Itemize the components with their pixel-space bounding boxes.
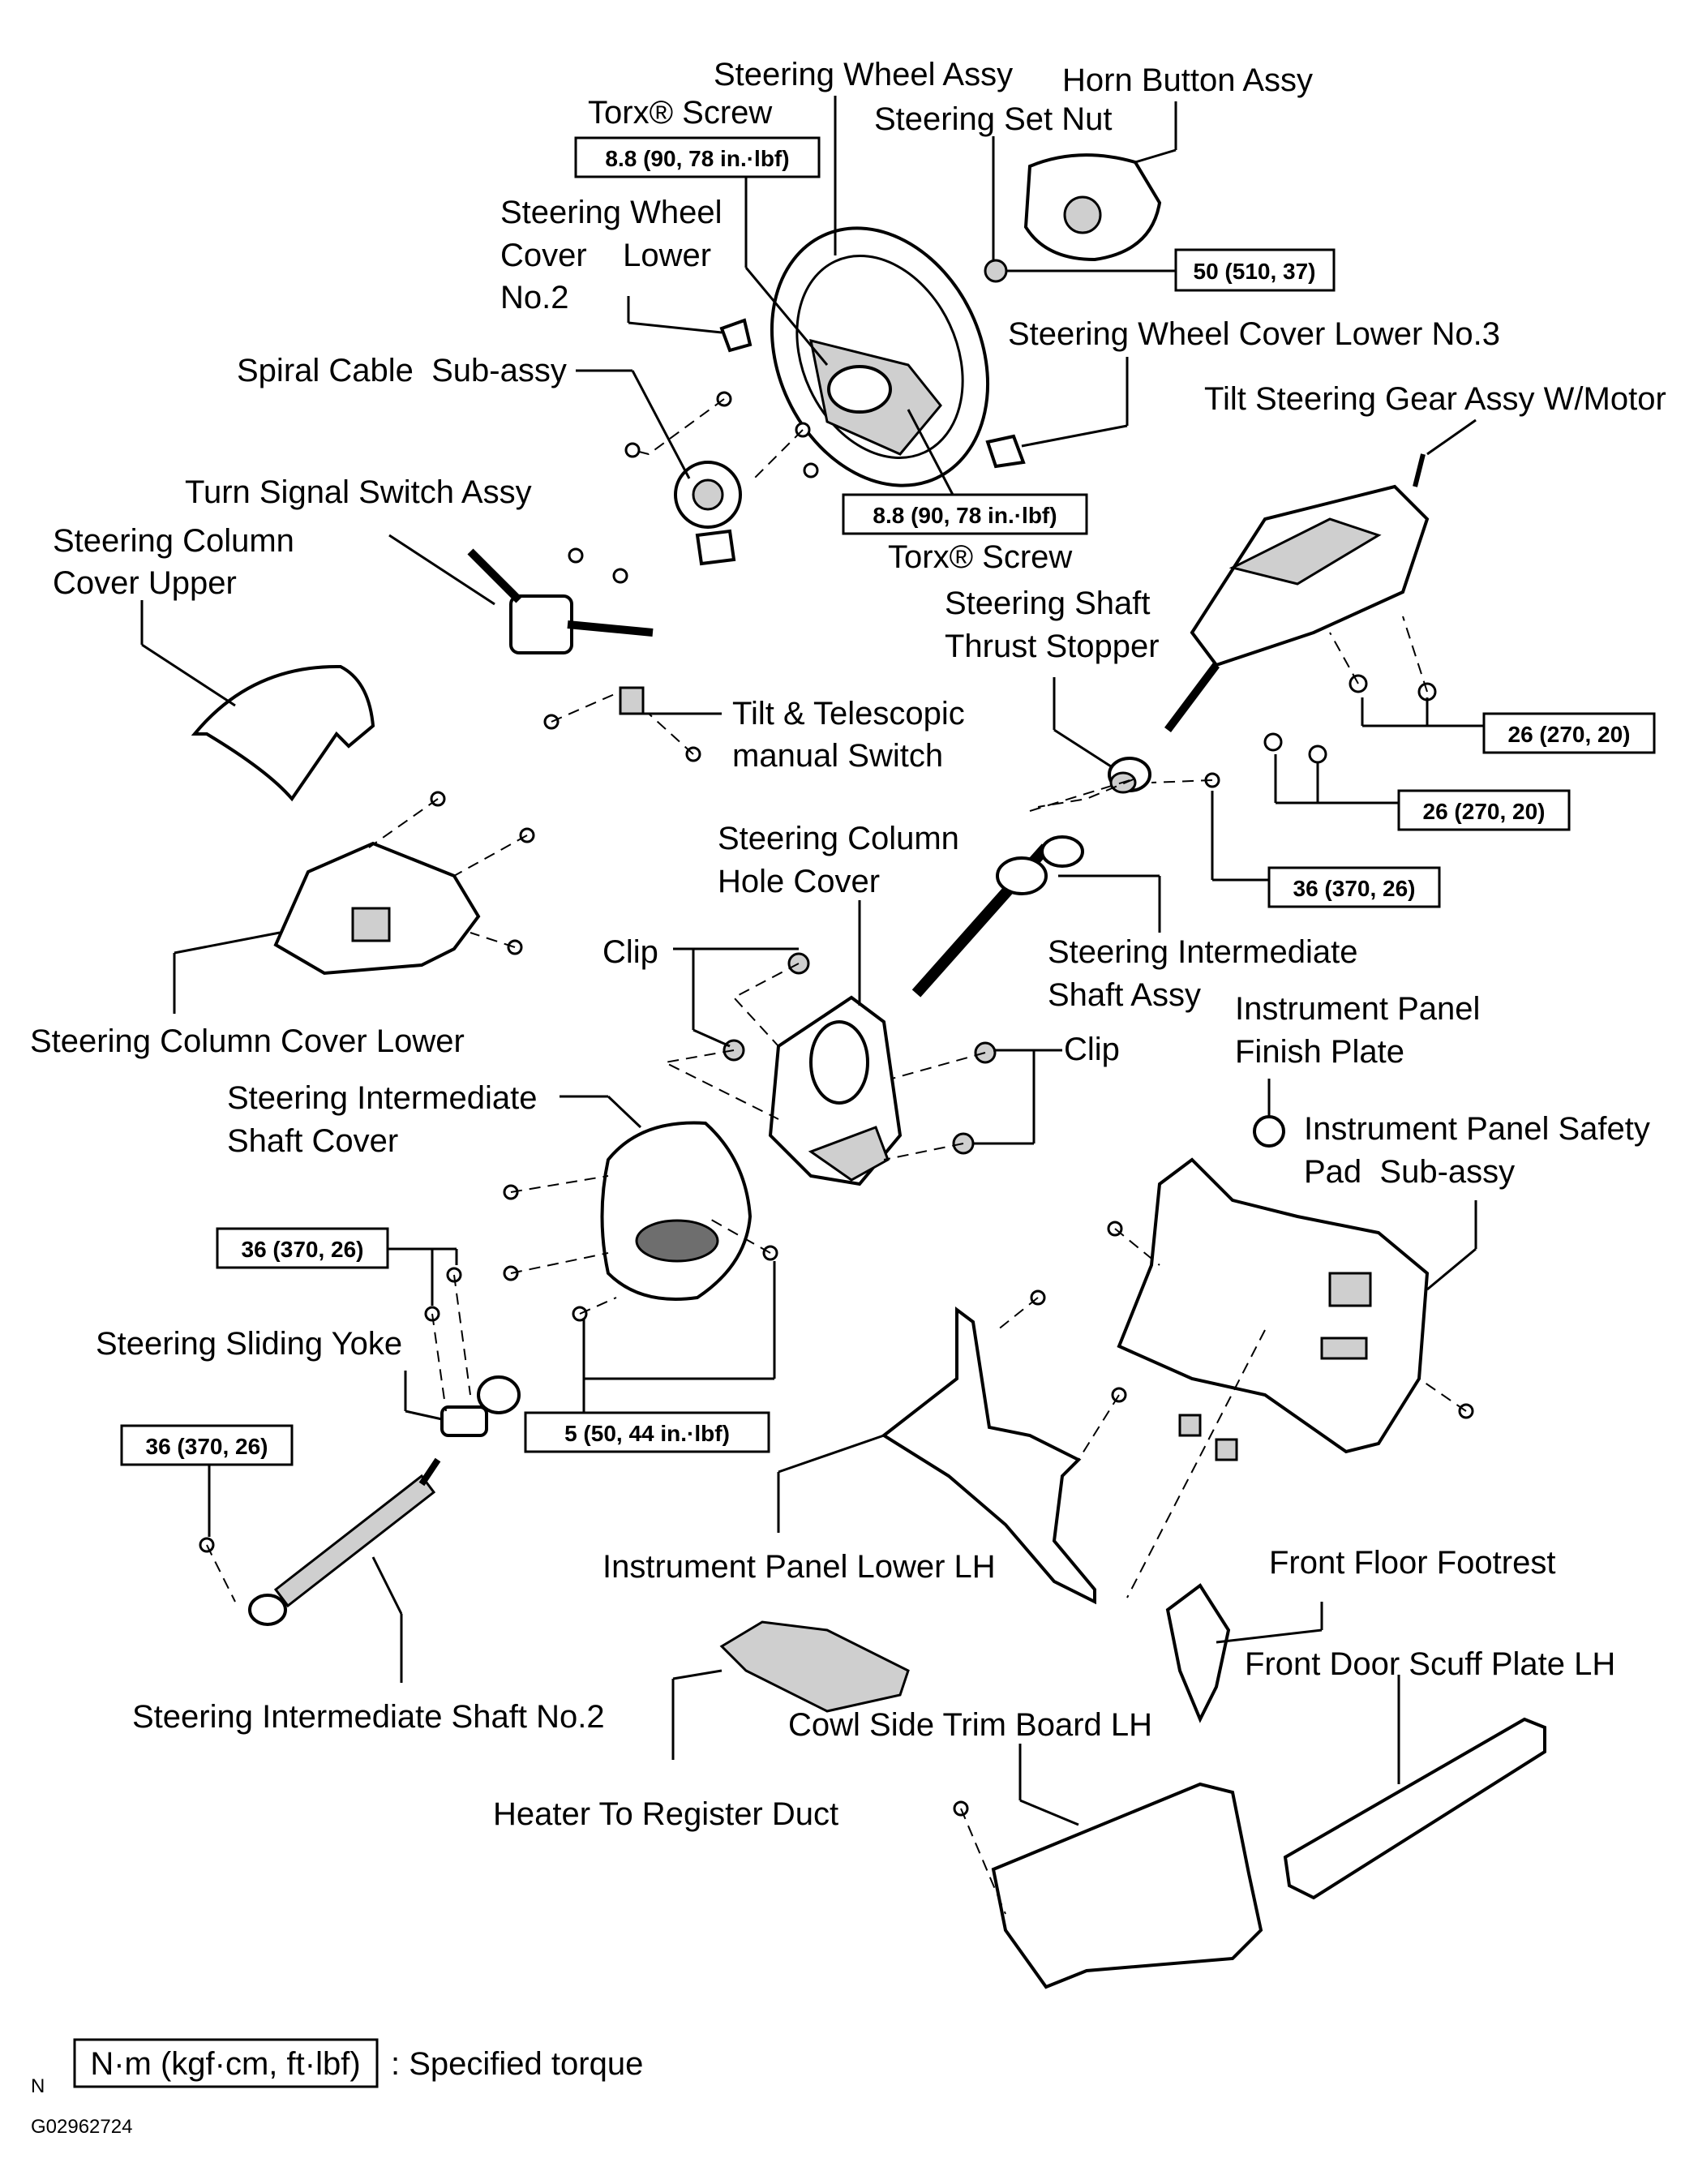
leader-lines xyxy=(140,96,1484,1826)
label-thrust-stopper-line2: Thrust Stopper xyxy=(945,629,1160,664)
label-intermediate-shaft-assy-line1: Steering Intermediate xyxy=(1048,934,1357,970)
turn-signal-switch-drawing xyxy=(467,548,654,715)
horn-button-drawing xyxy=(1023,153,1162,262)
label-finish-plate-line2: Finish Plate xyxy=(1235,1034,1404,1070)
label-wheel-cover-lower-no2-line1: Steering Wheel xyxy=(500,195,722,230)
label-torx-screw-bottom: Torx® Screw xyxy=(888,539,1072,575)
connector-drawings xyxy=(1178,1414,1238,1461)
torque-box-torx-top: 8.8 (90, 78 in.·lbf) xyxy=(574,136,821,178)
label-front-floor-footrest: Front Floor Footrest xyxy=(1269,1545,1555,1581)
label-finish-plate-line1: Instrument Panel xyxy=(1235,991,1480,1027)
column-hole-cover-drawing xyxy=(768,995,903,1186)
svg-text:36 (370, 26): 36 (370, 26) xyxy=(242,1237,364,1262)
label-intermediate-shaft-assy-line2: Shaft Assy xyxy=(1048,977,1201,1013)
front-floor-footrest-drawing xyxy=(1165,1583,1231,1723)
label-tilt-telescopic-switch-line1: Tilt & Telescopic xyxy=(732,696,965,732)
label-heater-to-register-duct: Heater To Register Duct xyxy=(493,1796,838,1832)
intermediate-shaft-no2-drawing xyxy=(248,1457,441,1626)
label-wheel-cover-lower-no3: Steering Wheel Cover Lower No.3 xyxy=(1008,316,1500,352)
spiral-cable-drawing xyxy=(674,461,742,566)
label-intermediate-shaft-cover-line1: Steering Intermediate xyxy=(227,1080,537,1116)
torque-box-36-yoke: 36 (370, 26) xyxy=(216,1227,389,1269)
wheel-cover-lower-no3-drawing xyxy=(985,434,1026,469)
svg-text:36 (370, 26): 36 (370, 26) xyxy=(1293,876,1416,901)
svg-text:26 (270, 20): 26 (270, 20) xyxy=(1423,799,1546,824)
label-intermediate-shaft-cover-line2: Shaft Cover xyxy=(227,1123,398,1159)
cowl-side-trim-drawing xyxy=(991,1782,1263,1989)
tilt-steering-gear-drawing xyxy=(1164,453,1430,732)
svg-text:36 (370, 26): 36 (370, 26) xyxy=(146,1434,268,1459)
svg-text:26 (270, 20): 26 (270, 20) xyxy=(1508,722,1631,747)
label-column-cover-upper-line1: Steering Column xyxy=(53,523,294,559)
heater-duct-drawing xyxy=(719,1620,910,1713)
wheel-cover-lower-no2-drawing xyxy=(719,318,753,353)
label-clip-right: Clip xyxy=(1064,1032,1120,1067)
label-intermediate-shaft-no2: Steering Intermediate Shaft No.2 xyxy=(132,1699,605,1735)
svg-text:8.8 (90, 78 in.·lbf): 8.8 (90, 78 in.·lbf) xyxy=(873,503,1057,528)
steering-set-nut-drawing xyxy=(984,259,1008,283)
label-safety-pad-line2: Pad Sub-assy xyxy=(1304,1154,1515,1190)
label-cowl-side-trim-board: Cowl Side Trim Board LH xyxy=(788,1707,1152,1743)
svg-text:8.8 (90, 78 in.·lbf): 8.8 (90, 78 in.·lbf) xyxy=(605,146,789,171)
label-torx-screw-top: Torx® Screw xyxy=(588,95,772,131)
assembly-dash-lines xyxy=(206,398,1467,1915)
intermediate-shaft-assy-drawing xyxy=(911,835,1084,998)
label-spiral-cable-sub-assy: Spiral Cable Sub-assy xyxy=(237,353,567,388)
safety-pad-drawing xyxy=(1117,1115,1430,1454)
label-instrument-panel-lower-lh: Instrument Panel Lower LH xyxy=(602,1549,996,1585)
label-wheel-cover-lower-no2-line2: Cover Lower xyxy=(500,238,711,273)
torque-box-26a: 26 (270, 20) xyxy=(1482,712,1656,754)
torque-box-5: 5 (50, 44 in.·lbf) xyxy=(524,1411,770,1453)
column-cover-upper-drawing xyxy=(191,664,375,802)
torque-box-36-right: 36 (370, 26) xyxy=(1267,866,1441,908)
label-column-cover-upper-line2: Cover Upper xyxy=(53,565,237,601)
torque-box-torx-bottom: 8.8 (90, 78 in.·lbf) xyxy=(842,493,1088,535)
torque-box-26b: 26 (270, 20) xyxy=(1397,789,1571,831)
clip-drawings xyxy=(723,952,997,1155)
label-wheel-cover-lower-no2-line3: No.2 xyxy=(500,280,569,315)
label-front-door-scuff-plate: Front Door Scuff Plate LH xyxy=(1245,1646,1615,1682)
column-cover-lower-switch-drawing xyxy=(351,907,391,942)
label-sliding-yoke: Steering Sliding Yoke xyxy=(96,1326,402,1362)
legend-unit-box: N·m (kgf·cm, ft·lbf) xyxy=(90,2046,360,2082)
label-thrust-stopper-line1: Steering Shaft xyxy=(945,586,1151,621)
scuff-plate-drawing xyxy=(1283,1717,1546,1900)
torque-box-set-nut: 50 (510, 37) xyxy=(1174,248,1336,292)
label-column-hole-cover-line1: Steering Column xyxy=(718,821,959,856)
corner-mark: N xyxy=(31,2075,45,2097)
intermediate-shaft-cover-drawing xyxy=(600,1121,753,1301)
label-safety-pad-line1: Instrument Panel Safety xyxy=(1304,1111,1650,1147)
label-clip-left: Clip xyxy=(602,934,658,970)
label-tilt-telescopic-switch-line2: manual Switch xyxy=(732,738,943,774)
figure-id: G02962724 xyxy=(31,2116,132,2138)
svg-text:50 (510, 37): 50 (510, 37) xyxy=(1194,259,1316,284)
svg-text:5 (50, 44 in.·lbf): 5 (50, 44 in.·lbf) xyxy=(564,1421,730,1446)
label-steering-set-nut: Steering Set Nut xyxy=(874,101,1113,137)
legend-description: : Specified torque xyxy=(391,2046,643,2082)
steering-wheel-drawing xyxy=(770,226,990,487)
label-tilt-steering-gear-assy: Tilt Steering Gear Assy W/Motor xyxy=(1204,381,1666,417)
sliding-yoke-drawing xyxy=(440,1375,521,1437)
label-horn-button-assy: Horn Button Assy xyxy=(1062,62,1313,98)
label-column-cover-lower: Steering Column Cover Lower xyxy=(30,1023,465,1059)
label-steering-wheel-assy: Steering Wheel Assy xyxy=(714,57,1013,92)
label-turn-signal-switch-assy: Turn Signal Switch Assy xyxy=(185,474,532,510)
label-column-hole-cover-line2: Hole Cover xyxy=(718,864,880,899)
instrument-panel-lower-drawing xyxy=(881,1307,1096,1605)
torque-box-36-shaft2: 36 (370, 26) xyxy=(120,1424,294,1466)
legend: N·m (kgf·cm, ft·lbf) : Specified torque xyxy=(73,2038,643,2088)
